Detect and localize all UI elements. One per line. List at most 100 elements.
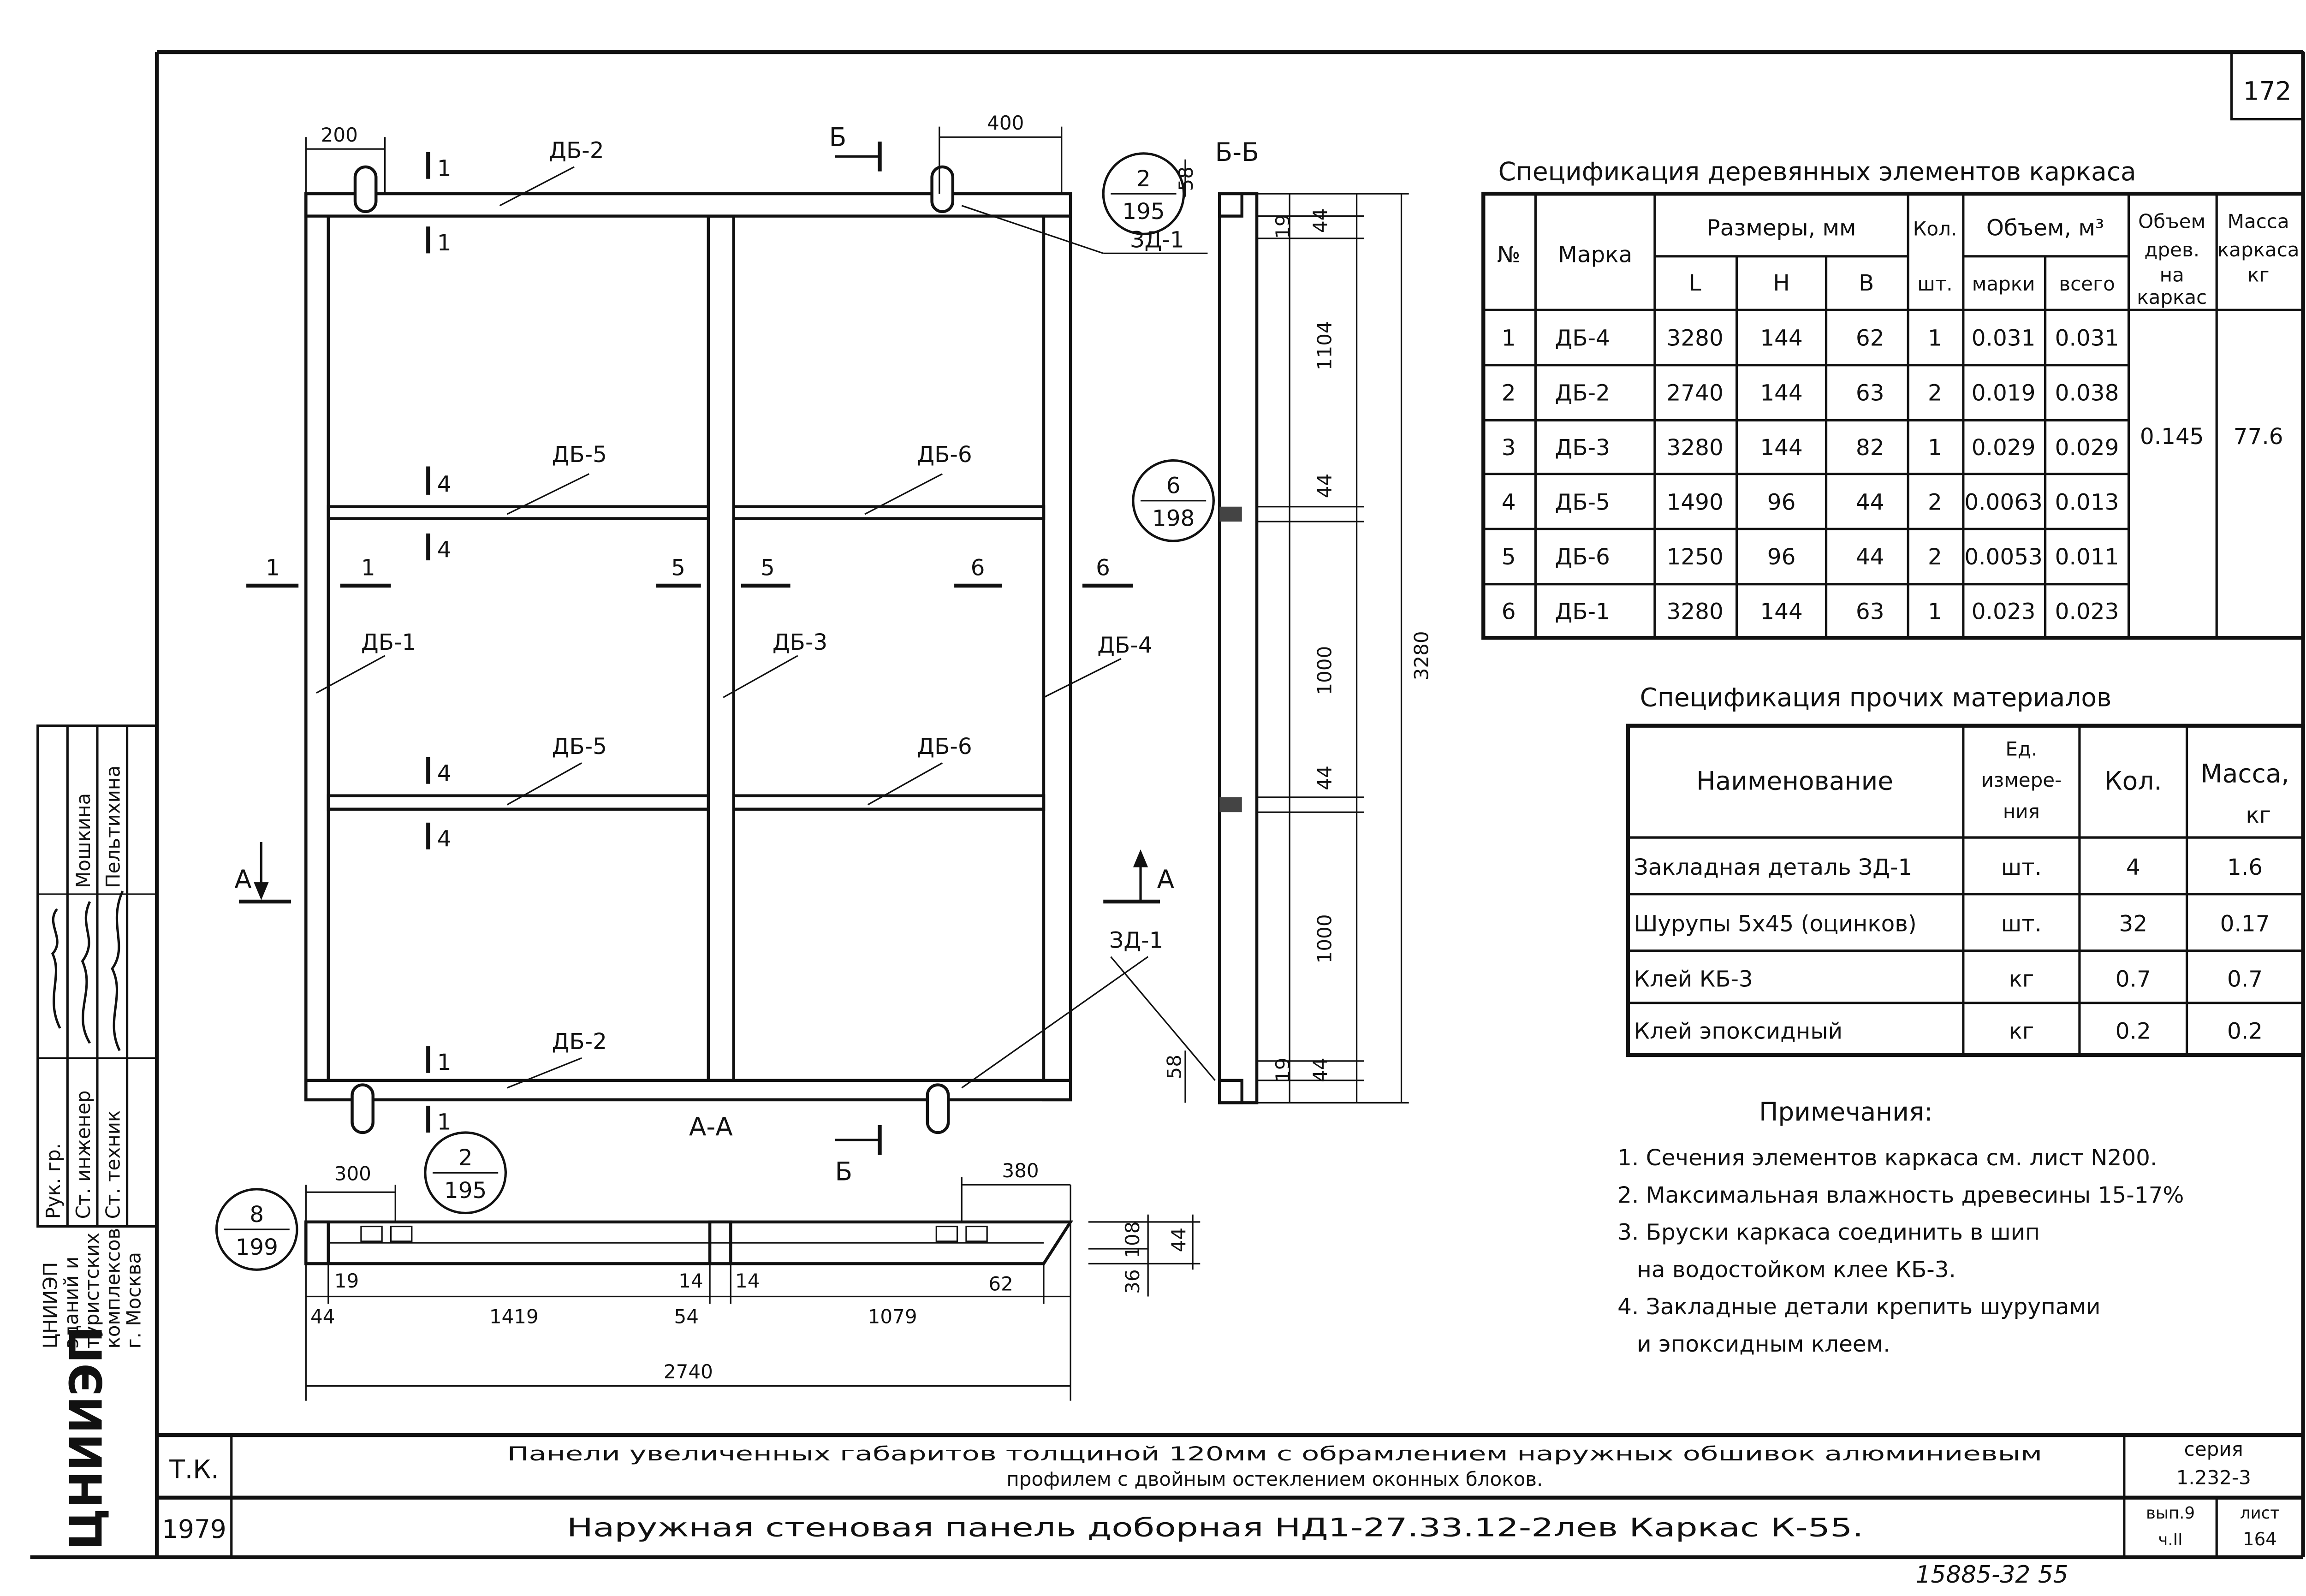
section-mark: 1 <box>437 155 452 181</box>
notes-title: Примечания: <box>1759 1097 1932 1127</box>
section-bb-view <box>1184 159 1409 1104</box>
label-section-aa: А-А <box>689 1112 733 1141</box>
title-line-1: Панели увеличенных габаритов толщиной 12… <box>507 1442 2043 1465</box>
row-mark: ДБ-2 <box>1555 380 1610 406</box>
row-width: 63 <box>1856 599 1884 625</box>
org-line: зданий и <box>60 1257 83 1349</box>
header-mass: Масса, <box>2200 759 2289 789</box>
callout-number: 6 <box>1166 473 1181 499</box>
row-vol-total: 0.029 <box>2055 435 2119 461</box>
row-qty: 2 <box>1928 544 1942 570</box>
row-mark: ДБ-6 <box>1555 544 1610 570</box>
org-line: г. Москва <box>123 1252 145 1349</box>
row-width: 44 <box>1856 544 1884 570</box>
title-line-2: профилем с двойным остеклением оконных б… <box>1006 1468 1543 1490</box>
row-height: 144 <box>1760 599 1803 625</box>
title-line-3: Наружная стеновая панель доборная НД1-27… <box>567 1513 1863 1543</box>
header-l: L <box>1689 270 1701 296</box>
row-qty: 1 <box>1928 599 1942 625</box>
dimension: 380 <box>1002 1159 1039 1182</box>
dimension: 300 <box>334 1162 371 1185</box>
label-db5-b: ДБ-5 <box>552 734 607 759</box>
row-height: 144 <box>1760 435 1803 461</box>
row-unit: кг <box>2009 966 2034 992</box>
row-height: 96 <box>1767 544 1796 570</box>
cut-a-right: А <box>1157 865 1175 894</box>
cut-b-bottom: Б <box>835 1157 853 1186</box>
signature <box>81 901 91 1044</box>
callout-sheet: 198 <box>1152 506 1195 532</box>
dimension: 1419 <box>489 1305 539 1328</box>
stamp-role-3: Ст. техник <box>101 1110 124 1219</box>
header-unit: измере- <box>1981 769 2062 791</box>
section-mark: 5 <box>761 555 775 581</box>
header-unit: Ед. <box>2005 737 2037 760</box>
row-vol-mark: 0.0063 <box>1964 490 2043 516</box>
row-name: Шурупы 5х45 (оцинков) <box>1634 911 1917 937</box>
row-qty: 1 <box>1928 435 1942 461</box>
row-mark: ДБ-4 <box>1555 326 1610 351</box>
dimension: 2740 <box>664 1360 713 1383</box>
dimension: 44 <box>1167 1228 1190 1252</box>
organization-stamp: ЦНИИЭП зданий и туристских комплексов г.… <box>39 1228 145 1550</box>
handwritten-note: 15885-32 55 <box>1915 1561 2068 1589</box>
dimension: 200 <box>321 124 358 146</box>
header-wood-vol: на <box>2160 264 2184 286</box>
row-vol-mark: 0.023 <box>1972 599 2036 625</box>
loop-top-right <box>930 165 955 214</box>
row-width: 44 <box>1856 490 1884 516</box>
row-width: 82 <box>1856 435 1884 461</box>
stamp-name-2: Мошкина <box>72 793 95 888</box>
row-vol-total: 0.038 <box>2055 380 2119 406</box>
header-b: B <box>1859 270 1874 296</box>
header-sizes: Размеры, мм <box>1707 215 1856 241</box>
callout-sheet: 199 <box>235 1234 278 1260</box>
wood-spec-table: № Марка Размеры, мм L H B Кол. шт. Объем… <box>1481 191 2305 640</box>
header-vol-total: всего <box>2059 273 2115 295</box>
loop-bottom-right <box>926 1083 950 1134</box>
section-mark: 5 <box>671 555 685 581</box>
dimension: 1000 <box>1313 914 1336 963</box>
notes: Примечания: 1. Сечения элементов каркаса… <box>1617 1097 2184 1357</box>
header-qty: Кол. <box>2104 766 2162 796</box>
section-mark: 1 <box>266 555 280 581</box>
label-db2-top: ДБ-2 <box>549 138 604 164</box>
loop-bottom-left <box>351 1083 375 1134</box>
header-mass: кг <box>2247 264 2269 286</box>
dimension: 108 <box>1121 1222 1144 1258</box>
row-vol-mark: 0.029 <box>1972 435 2036 461</box>
cut-b-top: Б <box>829 123 847 152</box>
row-number: 4 <box>1502 490 1516 516</box>
stamp-role-2: Ст. инженер <box>72 1091 95 1219</box>
row-length: 1490 <box>1666 490 1723 516</box>
signature <box>51 908 61 1029</box>
row-number: 1 <box>1502 326 1516 351</box>
row-length: 3280 <box>1666 435 1723 461</box>
row-height: 96 <box>1767 490 1796 516</box>
title-code: Т.К. <box>169 1455 219 1484</box>
header-mass: Масса <box>2228 210 2289 232</box>
rail-db6-a <box>732 505 1046 520</box>
dimension: 44 <box>1309 208 1331 233</box>
section-mark: 1 <box>437 1109 452 1135</box>
row-mass: 0.2 <box>2227 1018 2263 1044</box>
rail-db6-b <box>732 794 1046 811</box>
frame-labels: ДБ-2 ДБ-5 ДБ-6 ДБ-5 ДБ-6 ДБ-1 ДБ-3 ДБ-4 … <box>234 112 1259 1186</box>
org-line: туристских <box>81 1233 103 1348</box>
row-width: 63 <box>1856 380 1884 406</box>
row-length: 1250 <box>1666 544 1723 570</box>
section-mark: 1 <box>437 230 452 256</box>
section-aa-dimensions: 300 380 19 14 14 62 44 1419 54 1079 2740… <box>310 1159 1190 1383</box>
row-name: Клей КБ-3 <box>1634 966 1753 992</box>
rail-db2-top <box>304 192 1072 218</box>
approval-stamp: Рук. гр. Ст. инженер Мошкина Ст. техник … <box>36 724 158 1228</box>
dimension: 44 <box>310 1305 335 1328</box>
header-qty-unit: шт. <box>1917 273 1952 295</box>
signature <box>111 890 124 1051</box>
